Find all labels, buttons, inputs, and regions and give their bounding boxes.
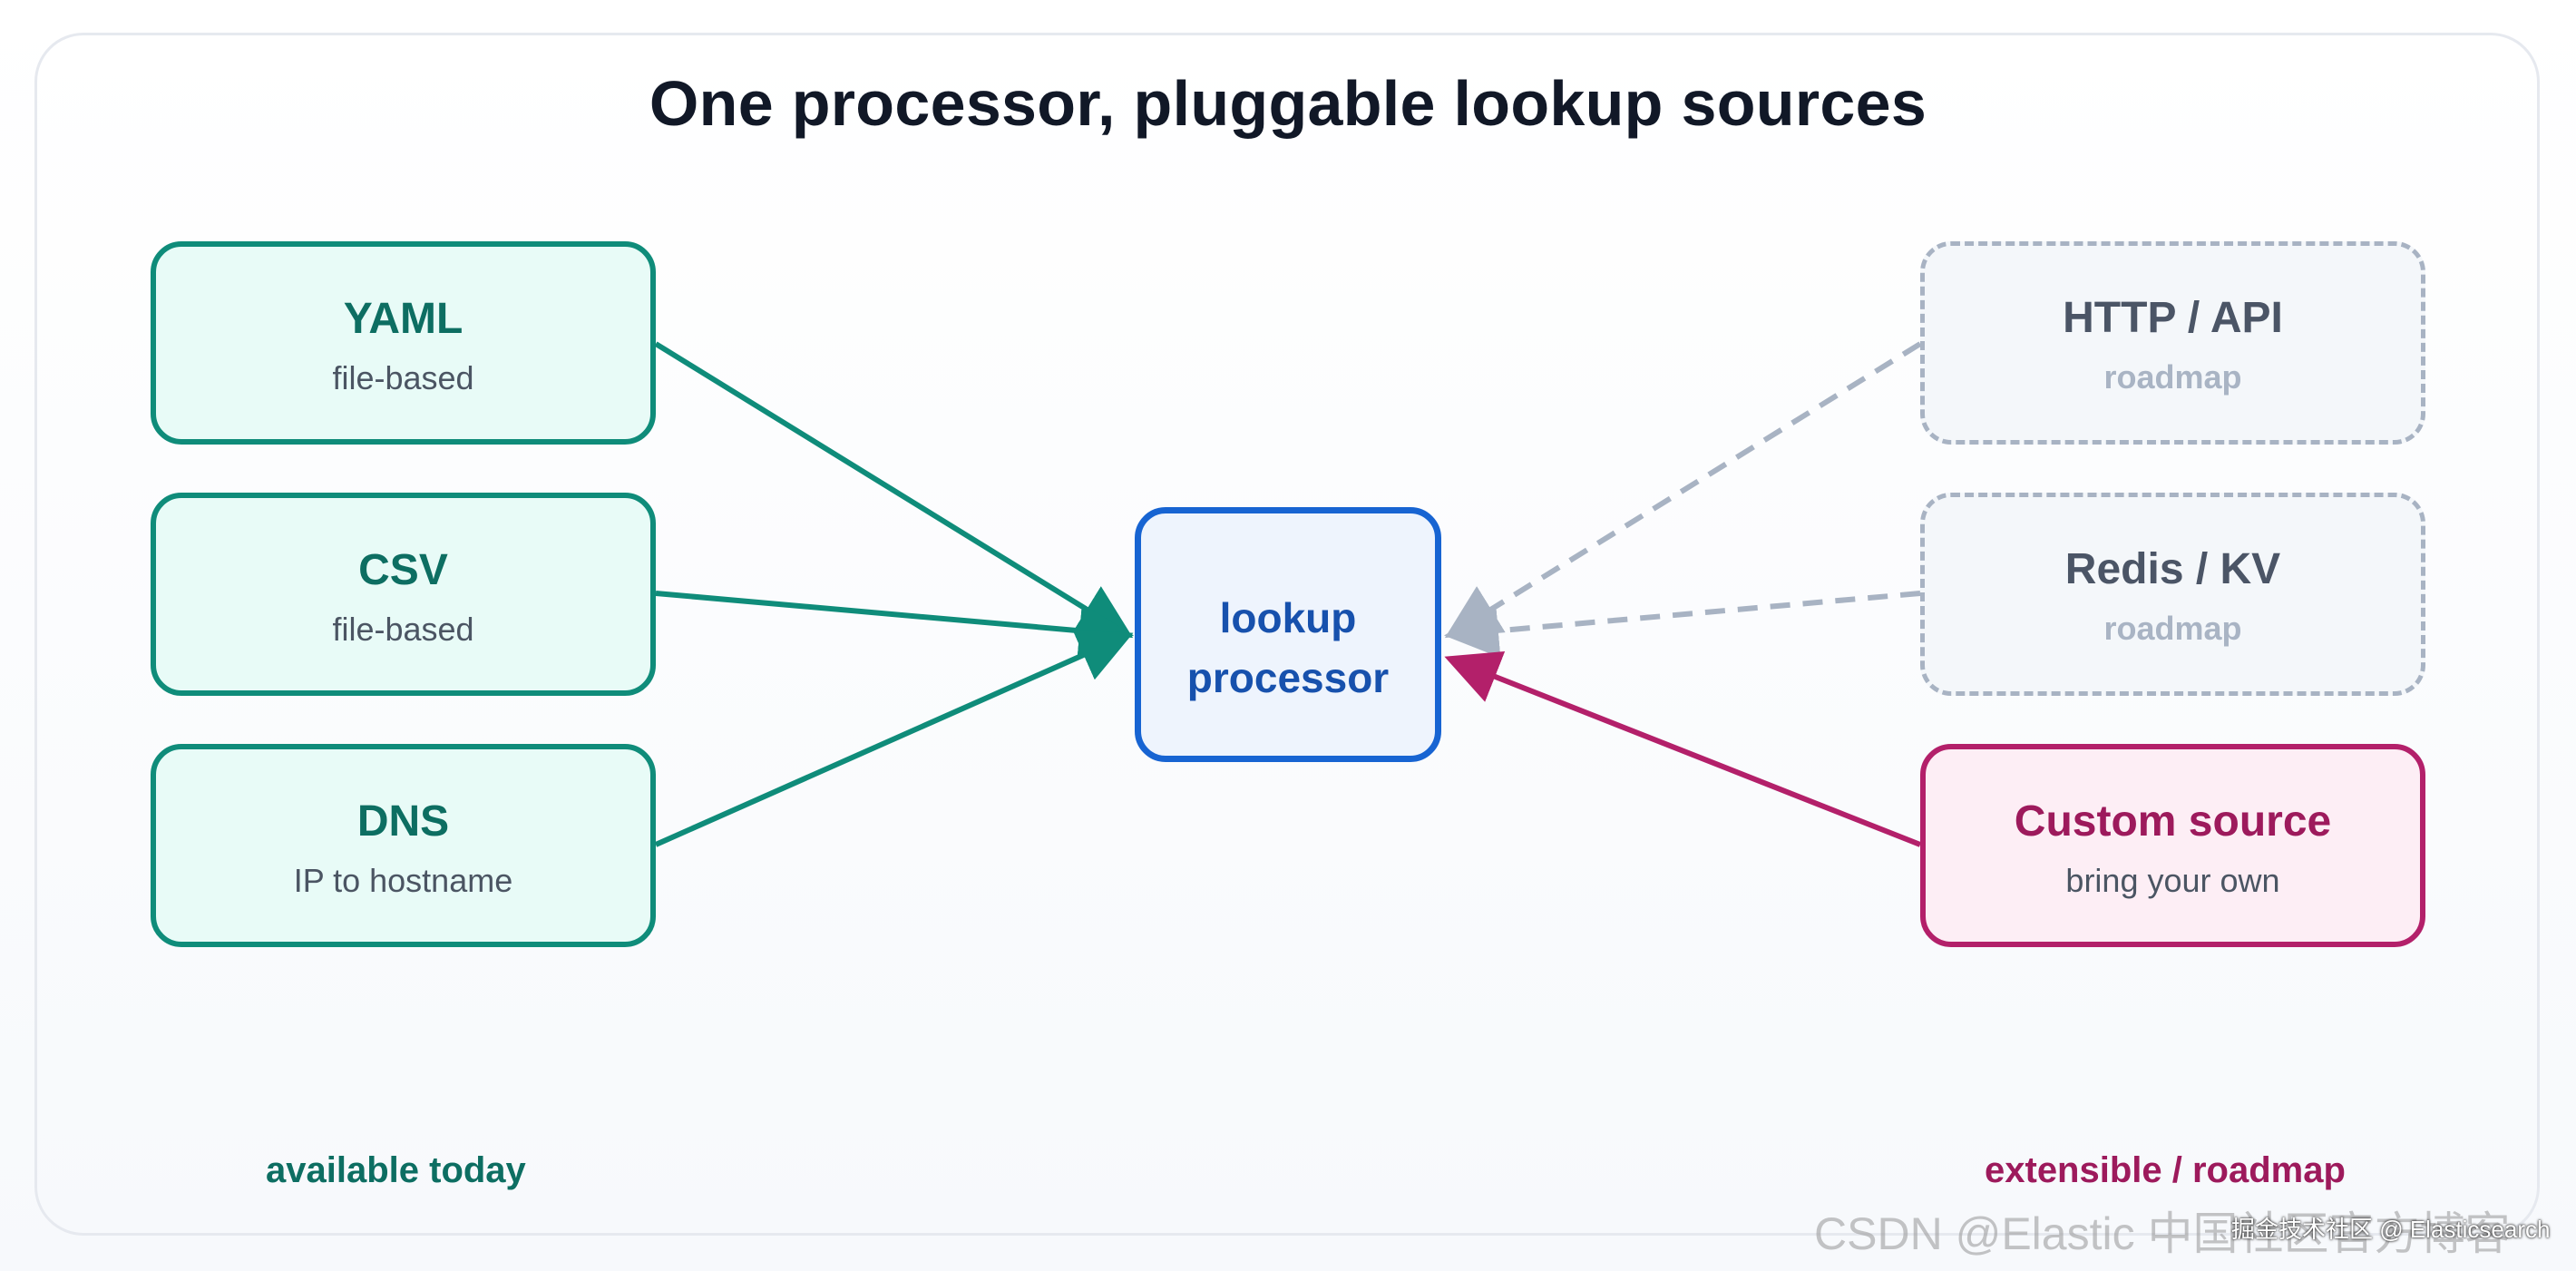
connector-http-api bbox=[1444, 341, 1922, 639]
source-dns: DNS IP to hostname bbox=[151, 744, 656, 947]
source-http-api: HTTP / API roadmap bbox=[1920, 241, 2425, 445]
connector-redis-kv bbox=[1444, 591, 1921, 659]
source-custom-sub: bring your own bbox=[2065, 862, 2280, 899]
source-csv-name: CSV bbox=[358, 546, 448, 594]
footer-available-label: available today bbox=[266, 1150, 526, 1190]
source-dns-sub: IP to hostname bbox=[293, 862, 513, 899]
source-yaml: YAML file-based bbox=[151, 241, 656, 445]
connector-dns bbox=[654, 630, 1134, 847]
source-redis-kv-sub: roadmap bbox=[2103, 610, 2242, 647]
juejin-watermark: 掘金技术社区 @ Elasticsearch bbox=[2231, 1216, 2551, 1243]
source-yaml-sub: file-based bbox=[332, 359, 474, 396]
connector-csv bbox=[655, 591, 1134, 659]
source-http-api-name: HTTP / API bbox=[2063, 294, 2283, 342]
source-csv-sub: file-based bbox=[332, 611, 474, 648]
source-custom: Custom source bring your own bbox=[1920, 744, 2425, 947]
source-redis-kv-name: Redis / KV bbox=[2064, 545, 2281, 593]
processor-label-line2: processor bbox=[1186, 654, 1390, 701]
csdn-watermark: CSDN @Elastic 中国社区官方博客 bbox=[1814, 1208, 2511, 1259]
processor-label: lookup processor bbox=[1141, 588, 1435, 708]
diagram-title: One processor, pluggable lookup sources bbox=[649, 68, 1927, 139]
source-custom-name: Custom source bbox=[2014, 797, 2332, 846]
source-dns-name: DNS bbox=[356, 797, 450, 846]
source-redis-kv: Redis / KV roadmap bbox=[1920, 493, 2425, 696]
connector-yaml bbox=[654, 341, 1134, 639]
source-csv: CSV file-based bbox=[151, 493, 656, 696]
connector-custom-source bbox=[1444, 650, 1922, 847]
source-http-api-sub: roadmap bbox=[2103, 358, 2242, 396]
footer-roadmap-label: extensible / roadmap bbox=[1985, 1150, 2346, 1190]
lookup-processor: lookup processor bbox=[1135, 507, 1441, 762]
processor-label-line1: lookup bbox=[1219, 594, 1357, 641]
source-yaml-name: YAML bbox=[343, 295, 463, 343]
